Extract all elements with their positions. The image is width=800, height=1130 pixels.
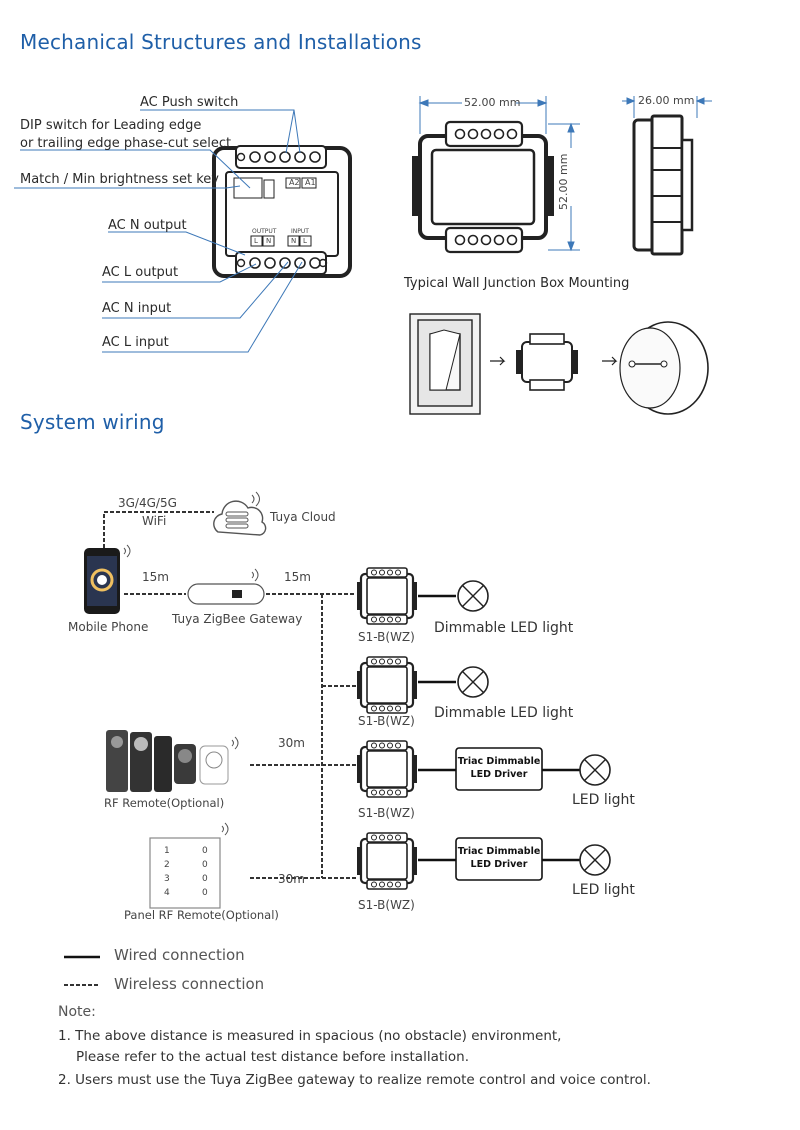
driver-1-line1: Triac Dimmable bbox=[457, 756, 541, 767]
callout-ac-n-input: AC N input bbox=[102, 301, 172, 316]
wired-links bbox=[418, 594, 580, 862]
network-label: 3G/4G/5G bbox=[118, 496, 177, 510]
panel-key-7: 0 bbox=[202, 874, 208, 884]
callout-ac-n-output: AC N output bbox=[108, 218, 187, 233]
gateway-icon bbox=[187, 568, 265, 605]
dimension-front-view bbox=[412, 96, 580, 254]
cloud-icon bbox=[213, 491, 267, 536]
gateway-label: Tuya ZigBee Gateway bbox=[172, 612, 303, 626]
panel-key-5: 0 bbox=[202, 846, 208, 856]
phone-label: Mobile Phone bbox=[68, 620, 149, 634]
mobile-phone-icon bbox=[84, 544, 131, 614]
driver-2-line2: LED Driver bbox=[470, 859, 528, 870]
callout-ac-l-input: AC L input bbox=[102, 335, 169, 350]
load-label-2: Dimmable LED light bbox=[434, 705, 574, 721]
receiver-2 bbox=[355, 655, 419, 715]
driver-1-line2: LED Driver bbox=[470, 769, 528, 780]
label-input: INPUT bbox=[291, 228, 309, 235]
callout-match: Match / Min brightness set key bbox=[20, 172, 219, 187]
panel-key-1: 1 bbox=[164, 846, 170, 856]
bulb-icon-1 bbox=[457, 580, 489, 612]
driver-box-1 bbox=[455, 747, 543, 791]
receiver-3 bbox=[355, 739, 419, 799]
bulb-icon-2 bbox=[457, 666, 489, 698]
receiver-4 bbox=[355, 831, 419, 891]
label-a1: A1 bbox=[305, 178, 316, 187]
rf-remote-icon bbox=[106, 730, 239, 792]
terminal-out-n: N bbox=[266, 237, 272, 245]
dim-width: 52.00 mm bbox=[464, 96, 521, 109]
device-top-view bbox=[212, 145, 352, 278]
dim-height: 52.00 mm bbox=[557, 153, 570, 210]
mounting-illustration bbox=[409, 313, 709, 415]
load-label-1: Dimmable LED light bbox=[434, 620, 574, 636]
wifi-label: WiFi bbox=[142, 514, 167, 528]
receiver-label-4: S1-B(WZ) bbox=[358, 898, 415, 912]
note-1b: Please refer to the actual test distance… bbox=[76, 1049, 469, 1065]
panel-key-8: 0 bbox=[202, 888, 208, 898]
dist-gateway: 15m bbox=[284, 570, 311, 584]
callout-dip-1: DIP switch for Leading edge bbox=[20, 118, 202, 133]
receiver-label-1: S1-B(WZ) bbox=[358, 630, 415, 644]
terminal-in-n: N bbox=[291, 237, 297, 245]
legend-wired: Wired connection bbox=[114, 946, 245, 964]
receiver-label-2: S1-B(WZ) bbox=[358, 714, 415, 728]
panel-remote-icon bbox=[149, 822, 229, 909]
panel-key-2: 2 bbox=[164, 860, 170, 870]
panel-key-3: 3 bbox=[164, 874, 170, 884]
receiver-label-3: S1-B(WZ) bbox=[358, 806, 415, 820]
driver-2-line1: Triac Dimmable bbox=[457, 846, 541, 857]
callout-ac-push: AC Push switch bbox=[140, 95, 239, 110]
panel-remote-label: Panel RF Remote(Optional) bbox=[124, 908, 279, 922]
dist-phone: 15m bbox=[142, 570, 169, 584]
note-1a: 1. The above distance is measured in spa… bbox=[58, 1028, 562, 1044]
driver-box-2 bbox=[455, 837, 543, 881]
load-label-3: LED light bbox=[572, 792, 635, 808]
cloud-label: Tuya Cloud bbox=[270, 510, 336, 524]
mounting-title: Typical Wall Junction Box Mounting bbox=[404, 276, 630, 291]
terminal-in-l: L bbox=[303, 237, 307, 245]
dimension-side-view bbox=[622, 96, 712, 256]
receiver-1 bbox=[355, 566, 419, 626]
callout-ac-l-output: AC L output bbox=[102, 265, 179, 280]
legend-wireless: Wireless connection bbox=[114, 975, 265, 993]
terminal-out-l: L bbox=[254, 237, 258, 245]
wiring-title: System wiring bbox=[20, 410, 165, 434]
wireless-links bbox=[103, 511, 356, 879]
dist-rf: 30m bbox=[278, 736, 305, 750]
bulb-icon-3 bbox=[579, 754, 611, 786]
dist-panel: 30m bbox=[278, 872, 305, 886]
label-output: OUTPUT bbox=[252, 228, 277, 235]
load-label-4: LED light bbox=[572, 882, 635, 898]
panel-key-4: 4 bbox=[164, 888, 170, 898]
bulb-icon-4 bbox=[579, 844, 611, 876]
note-2: 2. Users must use the Tuya ZigBee gatewa… bbox=[58, 1072, 651, 1088]
callout-lines bbox=[14, 109, 303, 353]
label-a2: A2 bbox=[289, 178, 300, 187]
mechanical-title: Mechanical Structures and Installations bbox=[20, 30, 422, 54]
callout-dip-2: or trailing edge phase-cut select bbox=[20, 136, 232, 151]
note-title: Note: bbox=[58, 1004, 96, 1020]
panel-key-6: 0 bbox=[202, 860, 208, 870]
dim-depth: 26.00 mm bbox=[638, 94, 695, 107]
rf-remote-label: RF Remote(Optional) bbox=[104, 796, 225, 810]
